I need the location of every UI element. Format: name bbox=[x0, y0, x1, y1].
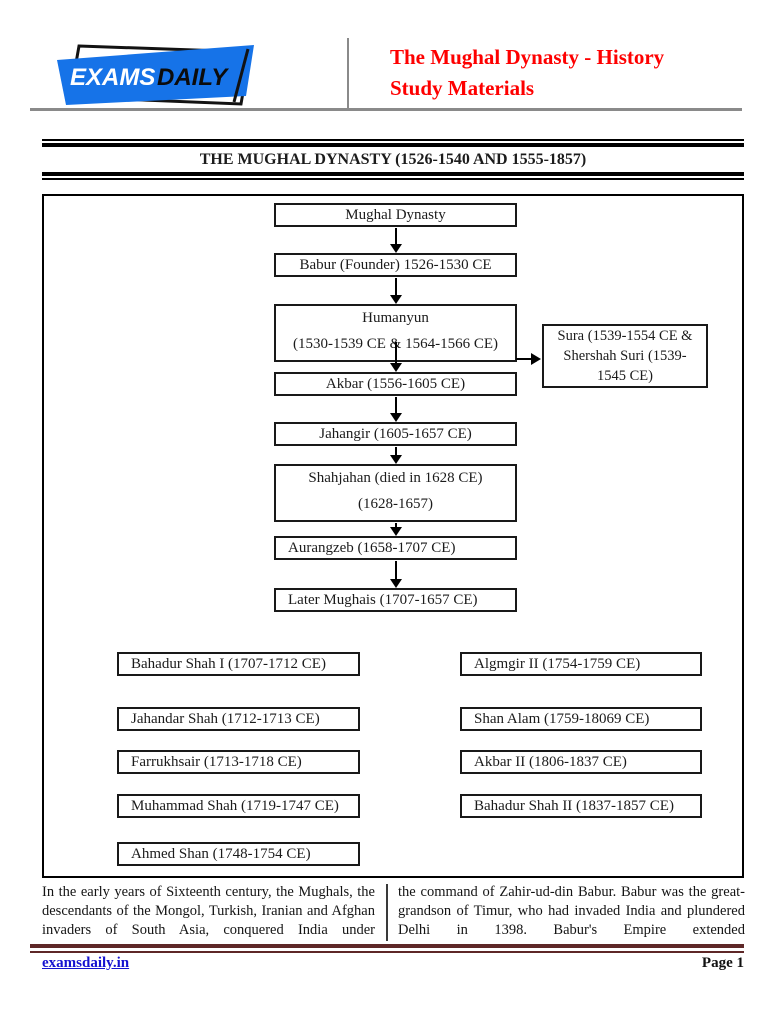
document-title-line2: Study Materials bbox=[390, 76, 535, 100]
shahjahan-dates: (1628-1657) bbox=[358, 496, 433, 512]
flowchart-node-mughal-dynasty: Mughal Dynasty bbox=[274, 203, 517, 227]
examsdaily-link[interactable]: examsdaily.in bbox=[42, 955, 130, 971]
flowchart-node-algmgir-2: Algmgir II (1754-1759 CE) bbox=[460, 652, 702, 676]
flowchart-node-sura-shershah: Sura (1539-1554 CE & Shershah Suri (1539… bbox=[542, 324, 708, 388]
flowchart-node-later-mughals: Later Mughais (1707-1657 CE) bbox=[274, 588, 517, 612]
flowchart-node-akbar-2: Akbar II (1806-1837 CE) bbox=[460, 750, 702, 774]
arrow-down-icon bbox=[389, 523, 403, 536]
flowchart-node-jahandar-shah: Jahandar Shah (1712-1713 CE) bbox=[117, 707, 360, 731]
flowchart-node-jahangir: Jahangir (1605-1657 CE) bbox=[274, 422, 517, 446]
exams-daily-logo: EXAMS DAILY bbox=[55, 40, 255, 110]
document-title: The Mughal Dynasty - History Study Mater… bbox=[390, 42, 740, 104]
arrow-right-icon bbox=[516, 352, 541, 366]
arrow-down-icon bbox=[389, 397, 403, 422]
flowchart-node-shan-alam: Shan Alam (1759-18069 CE) bbox=[460, 707, 702, 731]
arrow-down-icon bbox=[389, 561, 403, 588]
section-rule-top-thick bbox=[42, 143, 744, 147]
section-rule-bottom-thin bbox=[42, 178, 744, 180]
flowchart-node-bahadur-shah-1: Bahadur Shah I (1707-1712 CE) bbox=[117, 652, 360, 676]
logo-word-exams: EXAMS bbox=[70, 64, 155, 91]
section-rule-bottom-thick bbox=[42, 172, 744, 176]
shahjahan-name: Shahjahan (died in 1628 CE) bbox=[308, 470, 483, 486]
body-text-right-column: the command of Zahir-ud-din Babur. Babur… bbox=[398, 884, 745, 938]
document-title-line1: The Mughal Dynasty - History bbox=[390, 45, 665, 69]
flowchart-node-akbar: Akbar (1556-1605 CE) bbox=[274, 372, 517, 396]
flowchart-node-farrukhsair: Farrukhsair (1713-1718 CE) bbox=[117, 750, 360, 774]
section-title-bar: THE MUGHAL DYNASTY (1526-1540 AND 1555-1… bbox=[42, 139, 744, 180]
flowchart-node-aurangzeb: Aurangzeb (1658-1707 CE) bbox=[274, 536, 517, 560]
header-divider bbox=[347, 38, 349, 109]
logo-word-daily: DAILY bbox=[157, 64, 229, 91]
dynasty-flowchart: Mughal Dynasty Babur (Founder) 1526-1530… bbox=[42, 194, 744, 878]
flowchart-node-bahadur-shah-2: Bahadur Shah II (1837-1857 CE) bbox=[460, 794, 702, 818]
page-number: Page 1 bbox=[701, 955, 744, 971]
body-text-left-column: In the early years of Sixteenth century,… bbox=[42, 884, 375, 938]
column-divider bbox=[386, 884, 388, 941]
sura-line1: Sura (1539-1554 CE & bbox=[557, 328, 693, 344]
flowchart-node-ahmed-shan: Ahmed Shan (1748-1754 CE) bbox=[117, 842, 360, 866]
humanyun-name: Humanyun bbox=[362, 310, 429, 326]
arrow-down-icon bbox=[389, 228, 403, 253]
exams-daily-logo-icon: EXAMS DAILY bbox=[57, 44, 254, 106]
flowchart-node-shahjahan: Shahjahan (died in 1628 CE) (1628-1657) bbox=[274, 464, 517, 522]
section-rule-top-thin bbox=[42, 139, 744, 141]
flowchart-node-muhammad-shah: Muhammad Shah (1719-1747 CE) bbox=[117, 794, 360, 818]
footer-rule bbox=[30, 944, 744, 953]
arrow-down-icon bbox=[389, 447, 403, 464]
sura-line2: Shershah Suri (1539- bbox=[563, 348, 687, 364]
section-title: THE MUGHAL DYNASTY (1526-1540 AND 1555-1… bbox=[199, 151, 587, 168]
sura-line3: 1545 CE) bbox=[597, 368, 653, 384]
flowchart-node-babur: Babur (Founder) 1526-1530 CE bbox=[274, 253, 517, 277]
arrow-down-icon bbox=[389, 278, 403, 304]
header-rule bbox=[30, 108, 742, 111]
arrow-down-icon bbox=[389, 342, 403, 372]
